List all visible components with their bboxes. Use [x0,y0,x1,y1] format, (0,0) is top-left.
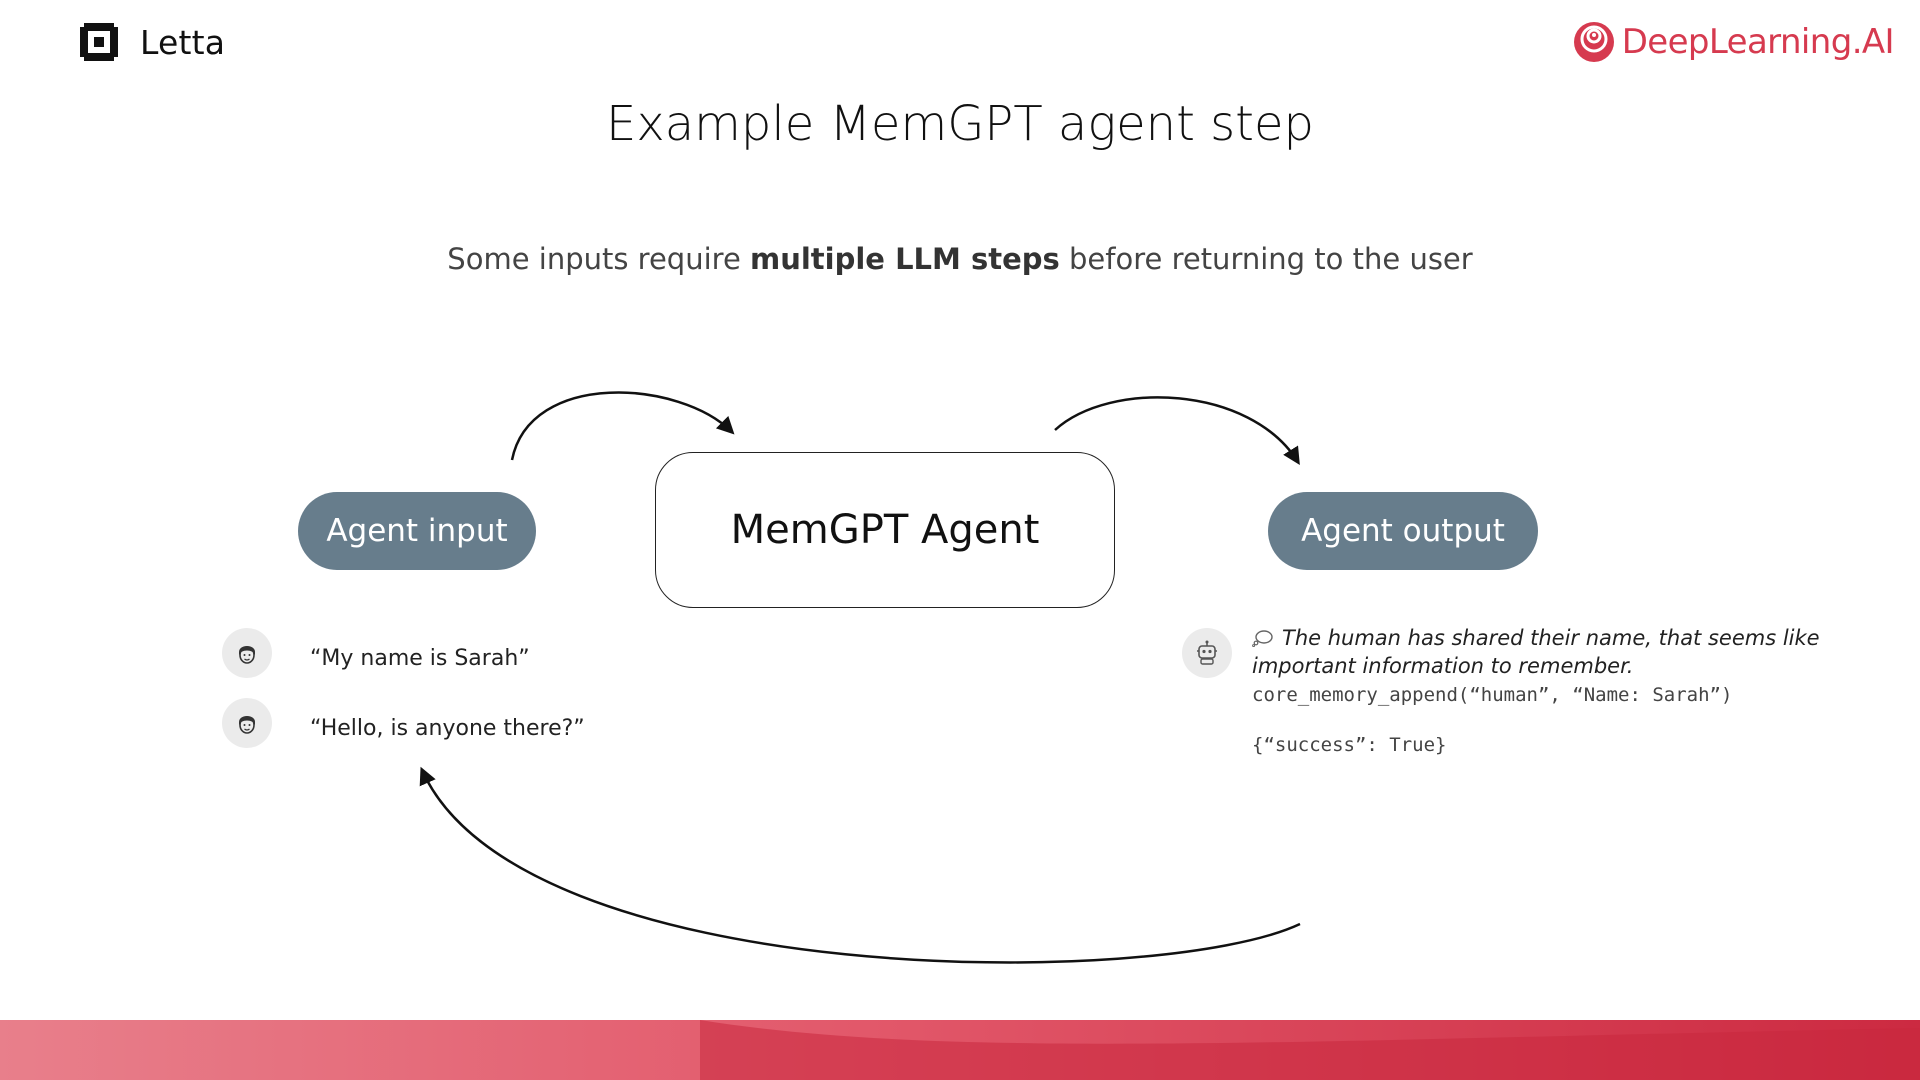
deeplearning-ai-logo: DeepLearning.AI [1572,18,1895,66]
thought-bubble-icon [1252,630,1273,647]
letta-wordmark: Letta [140,22,226,62]
function-call: core_memory_append(“human”, “Name: Sarah… [1252,684,1733,706]
slide-title: Example MemGPT agent step [606,96,1314,152]
agent-output-node: Agent output [1268,492,1538,570]
letta-logo: Letta [78,20,225,64]
subtitle-text-start: Some inputs require [447,242,750,276]
arrow-input-to-agent [510,391,735,461]
slide-subtitle: Some inputs require multiple LLM steps b… [0,242,1920,276]
user-avatar-icon [222,698,272,748]
arrow-agent-to-output [1054,396,1300,465]
thought-text: The human has shared their name, that se… [1252,626,1820,678]
letta-logo-icon [80,23,118,61]
robot-icon [1197,640,1217,665]
deeplearning-ai-wordmark: DeepLearning.AI [1621,22,1895,62]
subtitle-text-end: before returning to the user [1059,242,1473,276]
memgpt-agent-node: MemGPT Agent [655,452,1115,608]
arrow-output-to-input [419,766,1301,964]
agent-inner-thought: The human has shared their name, that se… [1252,624,1852,680]
agent-input-node: Agent input [298,492,536,570]
footer-wave-band [0,1020,1920,1080]
user-face-icon [239,646,255,664]
deeplearning-ai-logo-icon [1573,22,1614,62]
user-face-icon [239,716,255,734]
input-message: “Hello, is anyone there?” [310,716,585,741]
input-message: “My name is Sarah” [310,646,530,671]
function-result: {“success”: True} [1252,734,1447,756]
subtitle-emphasis: multiple LLM steps [750,242,1060,276]
agent-avatar-icon [1182,628,1232,678]
user-avatar-icon [222,628,272,678]
